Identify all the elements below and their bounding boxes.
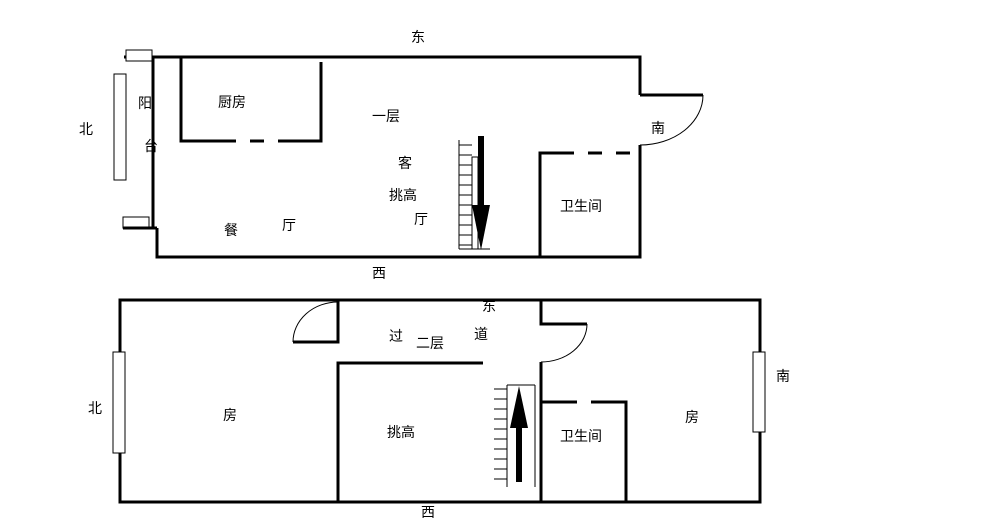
floor-2: 东 西 北 南 过 二层 道 房 挑高 卫生间 房 (88, 298, 790, 521)
floor-1-window-top (125, 49, 153, 62)
floor-2-left-room-wall (293, 300, 340, 344)
floor-1-kitchen-wall (179, 57, 222, 143)
floor-1-living-label-2: 挑高 (389, 187, 417, 204)
floor-1-north-label: 北 (79, 122, 93, 138)
floor-1-door-swing (639, 94, 704, 146)
floor-1-exterior-wall (151, 55, 642, 259)
floor-1-stair (458, 140, 490, 250)
floor-1-kitchen-label: 厨房 (218, 95, 246, 111)
floor-1-dining-label-2: 厅 (282, 218, 296, 234)
floor-2-double-height-label: 挑高 (387, 424, 415, 441)
floor-2-west-label: 西 (421, 505, 435, 521)
floor-1-living-label-1: 客 (398, 155, 412, 172)
floor-2-stair (494, 384, 536, 487)
floor-2-window-north (112, 351, 126, 454)
floor-1-east-label: 东 (411, 30, 425, 46)
floor-1-balcony-label-1: 阳 (138, 96, 152, 112)
floor-1-kitchen-wall-right (280, 62, 323, 143)
floor-2-corridor-label-1: 过 (389, 329, 403, 345)
floor-2-bathroom-label: 卫生间 (560, 429, 602, 445)
floor-2-stair-arrow-up-icon (510, 386, 528, 482)
floor-1-south-label: 南 (651, 121, 665, 137)
floor-1-living-label-3: 厅 (414, 212, 428, 228)
floor-1-window-north (113, 73, 127, 181)
floor-2-room-right-label: 房 (685, 410, 699, 426)
floor-1-dining-label-1: 餐 (224, 223, 238, 239)
floor-2-east-label: 东 (482, 299, 496, 315)
floor-2-window-south (752, 351, 766, 433)
floor-2-corridor-label-2: 道 (474, 327, 488, 343)
floor-2-left-door-swing (292, 301, 339, 343)
floor-2-south-label: 南 (776, 369, 790, 385)
floor-1-west-label: 西 (372, 266, 386, 282)
floor-2-right-room-wall-top (539, 300, 587, 326)
floor-1-balcony-label-2: 台 (144, 139, 158, 155)
floor-1-bathroom-label: 卫生间 (560, 199, 602, 215)
floor-2-double-height-wall (336, 361, 483, 502)
floor-2-north-label: 北 (88, 401, 102, 417)
floor-2-level-label: 二层 (416, 336, 444, 352)
floor-2-exterior-wall (118, 298, 762, 504)
floor-2-room-left-label: 房 (223, 408, 237, 424)
floor-1-bathroom-wall (538, 151, 560, 257)
floor-2-right-door-swing (540, 323, 588, 363)
floor-1-stair-arrow-down-icon (472, 136, 490, 250)
floor-2-bathroom-wall-right (605, 400, 628, 502)
floor-1-level-label: 一层 (372, 109, 400, 125)
floor-1: 东 西 北 南 阳 台 厨房 一层 客 挑高 厅 餐 厅 卫生间 (79, 30, 704, 282)
floor-1-window-bottom (122, 216, 150, 229)
